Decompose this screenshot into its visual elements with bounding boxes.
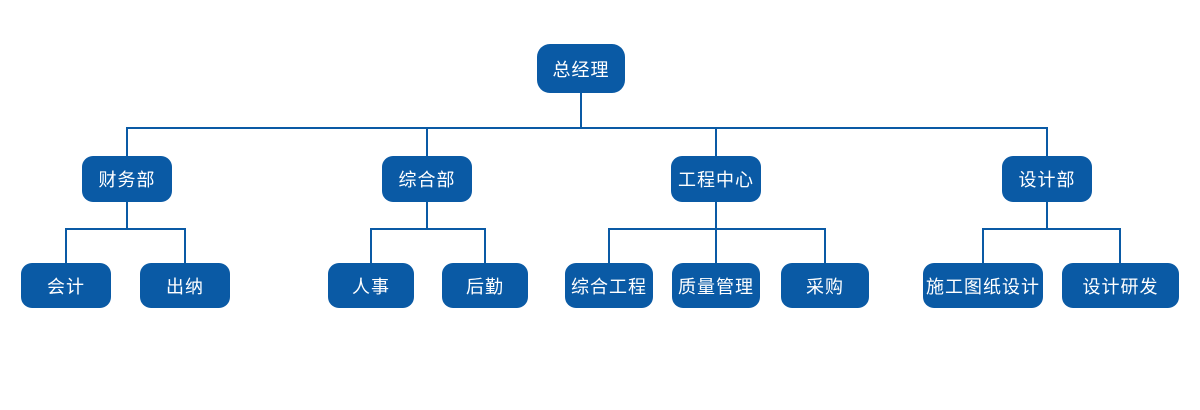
connector-drop-design bbox=[1046, 129, 1048, 156]
connector-general-bus bbox=[370, 228, 486, 230]
connector-drop-procurement bbox=[824, 228, 826, 263]
node-logistics: 后勤 bbox=[442, 263, 528, 308]
node-finance-dept: 财务部 bbox=[82, 156, 172, 202]
connector-drop-general bbox=[426, 129, 428, 156]
connector-drop-construction-drawing bbox=[982, 228, 984, 263]
connector-drop-engineering bbox=[715, 129, 717, 156]
node-design-dept: 设计部 bbox=[1002, 156, 1092, 202]
connector-design-stem bbox=[1046, 202, 1048, 230]
connector-engineering-stem bbox=[715, 202, 717, 263]
node-procurement: 采购 bbox=[781, 263, 869, 308]
connector-drop-cashier bbox=[184, 228, 186, 263]
node-hr: 人事 bbox=[328, 263, 414, 308]
node-cashier: 出纳 bbox=[140, 263, 230, 308]
connector-drop-accounting bbox=[65, 228, 67, 263]
connector-drop-design-rnd bbox=[1119, 228, 1121, 263]
connector-general-stem bbox=[426, 202, 428, 230]
connector-drop-hr bbox=[370, 228, 372, 263]
node-general-engineering: 综合工程 bbox=[565, 263, 653, 308]
connector-finance-stem bbox=[126, 202, 128, 230]
connector-level2-bus bbox=[126, 127, 1048, 129]
connector-design-bus bbox=[982, 228, 1121, 230]
connector-finance-bus bbox=[65, 228, 186, 230]
connector-drop-finance bbox=[126, 129, 128, 156]
node-general-manager: 总经理 bbox=[537, 44, 625, 93]
connector-drop-general-engineering bbox=[608, 228, 610, 263]
node-quality-management: 质量管理 bbox=[672, 263, 760, 308]
connector-root-drop bbox=[580, 93, 582, 129]
node-construction-drawing-design: 施工图纸设计 bbox=[923, 263, 1043, 308]
connector-drop-logistics bbox=[484, 228, 486, 263]
node-accounting: 会计 bbox=[21, 263, 111, 308]
node-general-affairs-dept: 综合部 bbox=[382, 156, 472, 202]
node-engineering-center: 工程中心 bbox=[671, 156, 761, 202]
node-design-rnd: 设计研发 bbox=[1062, 263, 1179, 308]
connector-engineering-bus bbox=[608, 228, 826, 230]
